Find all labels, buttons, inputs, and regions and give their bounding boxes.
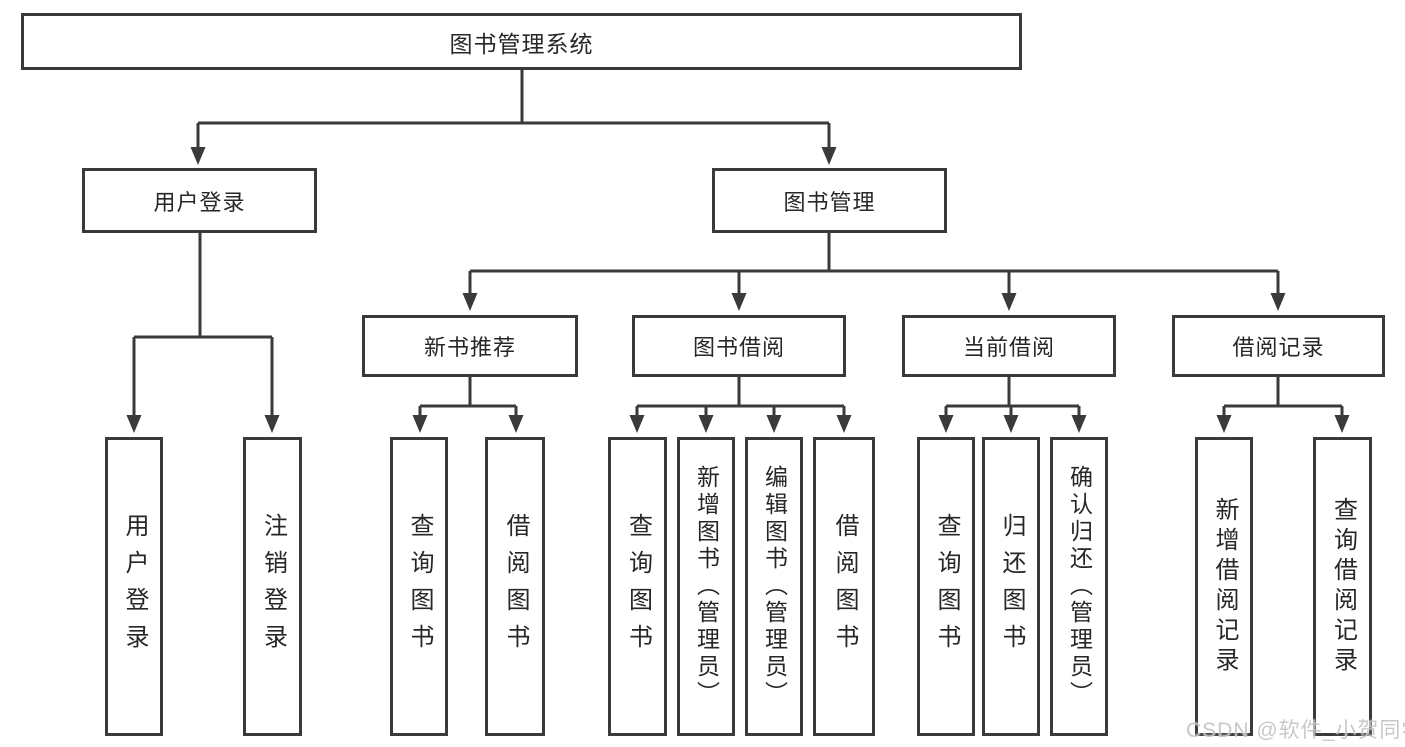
leaf-edit-book-admin: 编辑图书（管理员） [745, 437, 803, 736]
node-book-management: 图书管理 [712, 168, 947, 233]
node-borrow-records-label: 借阅记录 [1232, 335, 1325, 360]
node-book-management-label: 图书管理 [783, 189, 876, 215]
node-book-borrow-label: 图书借阅 [692, 335, 785, 360]
leaf-query-book-borrow: 查询图书 [608, 437, 667, 736]
leaf-query-book-recommend: 查询图书 [390, 437, 448, 736]
node-book-borrow: 图书借阅 [632, 315, 846, 377]
node-current-borrow-label: 当前借阅 [962, 335, 1055, 360]
node-current-borrow: 当前借阅 [902, 315, 1116, 377]
leaf-query-book-current: 查询图书 [917, 437, 975, 736]
watermark-text: CSDN @软件_小贺同学 [1186, 719, 1405, 742]
leaf-return-book: 归还图书 [982, 437, 1040, 736]
node-library-system-label: 图书管理系统 [449, 30, 594, 57]
leaf-add-book-admin: 新增图书（管理员） [677, 437, 735, 736]
leaf-add-borrow-record: 新增借阅记录 [1195, 437, 1253, 736]
node-borrow-records: 借阅记录 [1172, 315, 1385, 377]
node-new-book-recommend-label: 新书推荐 [423, 335, 516, 360]
node-library-system: 图书管理系统 [21, 13, 1022, 70]
leaf-user-login: 用户登录 [105, 437, 163, 736]
leaf-query-borrow-record: 查询借阅记录 [1313, 437, 1372, 736]
leaf-confirm-return-admin: 确认归还（管理员） [1050, 437, 1108, 736]
node-user-login-label: 用户登录 [153, 189, 246, 215]
node-new-book-recommend: 新书推荐 [362, 315, 578, 377]
leaf-borrow-book-recommend: 借阅图书 [485, 437, 545, 736]
leaf-borrow-book: 借阅图书 [813, 437, 875, 736]
node-user-login: 用户登录 [82, 168, 317, 233]
leaf-logout-login: 注销登录 [243, 437, 302, 736]
